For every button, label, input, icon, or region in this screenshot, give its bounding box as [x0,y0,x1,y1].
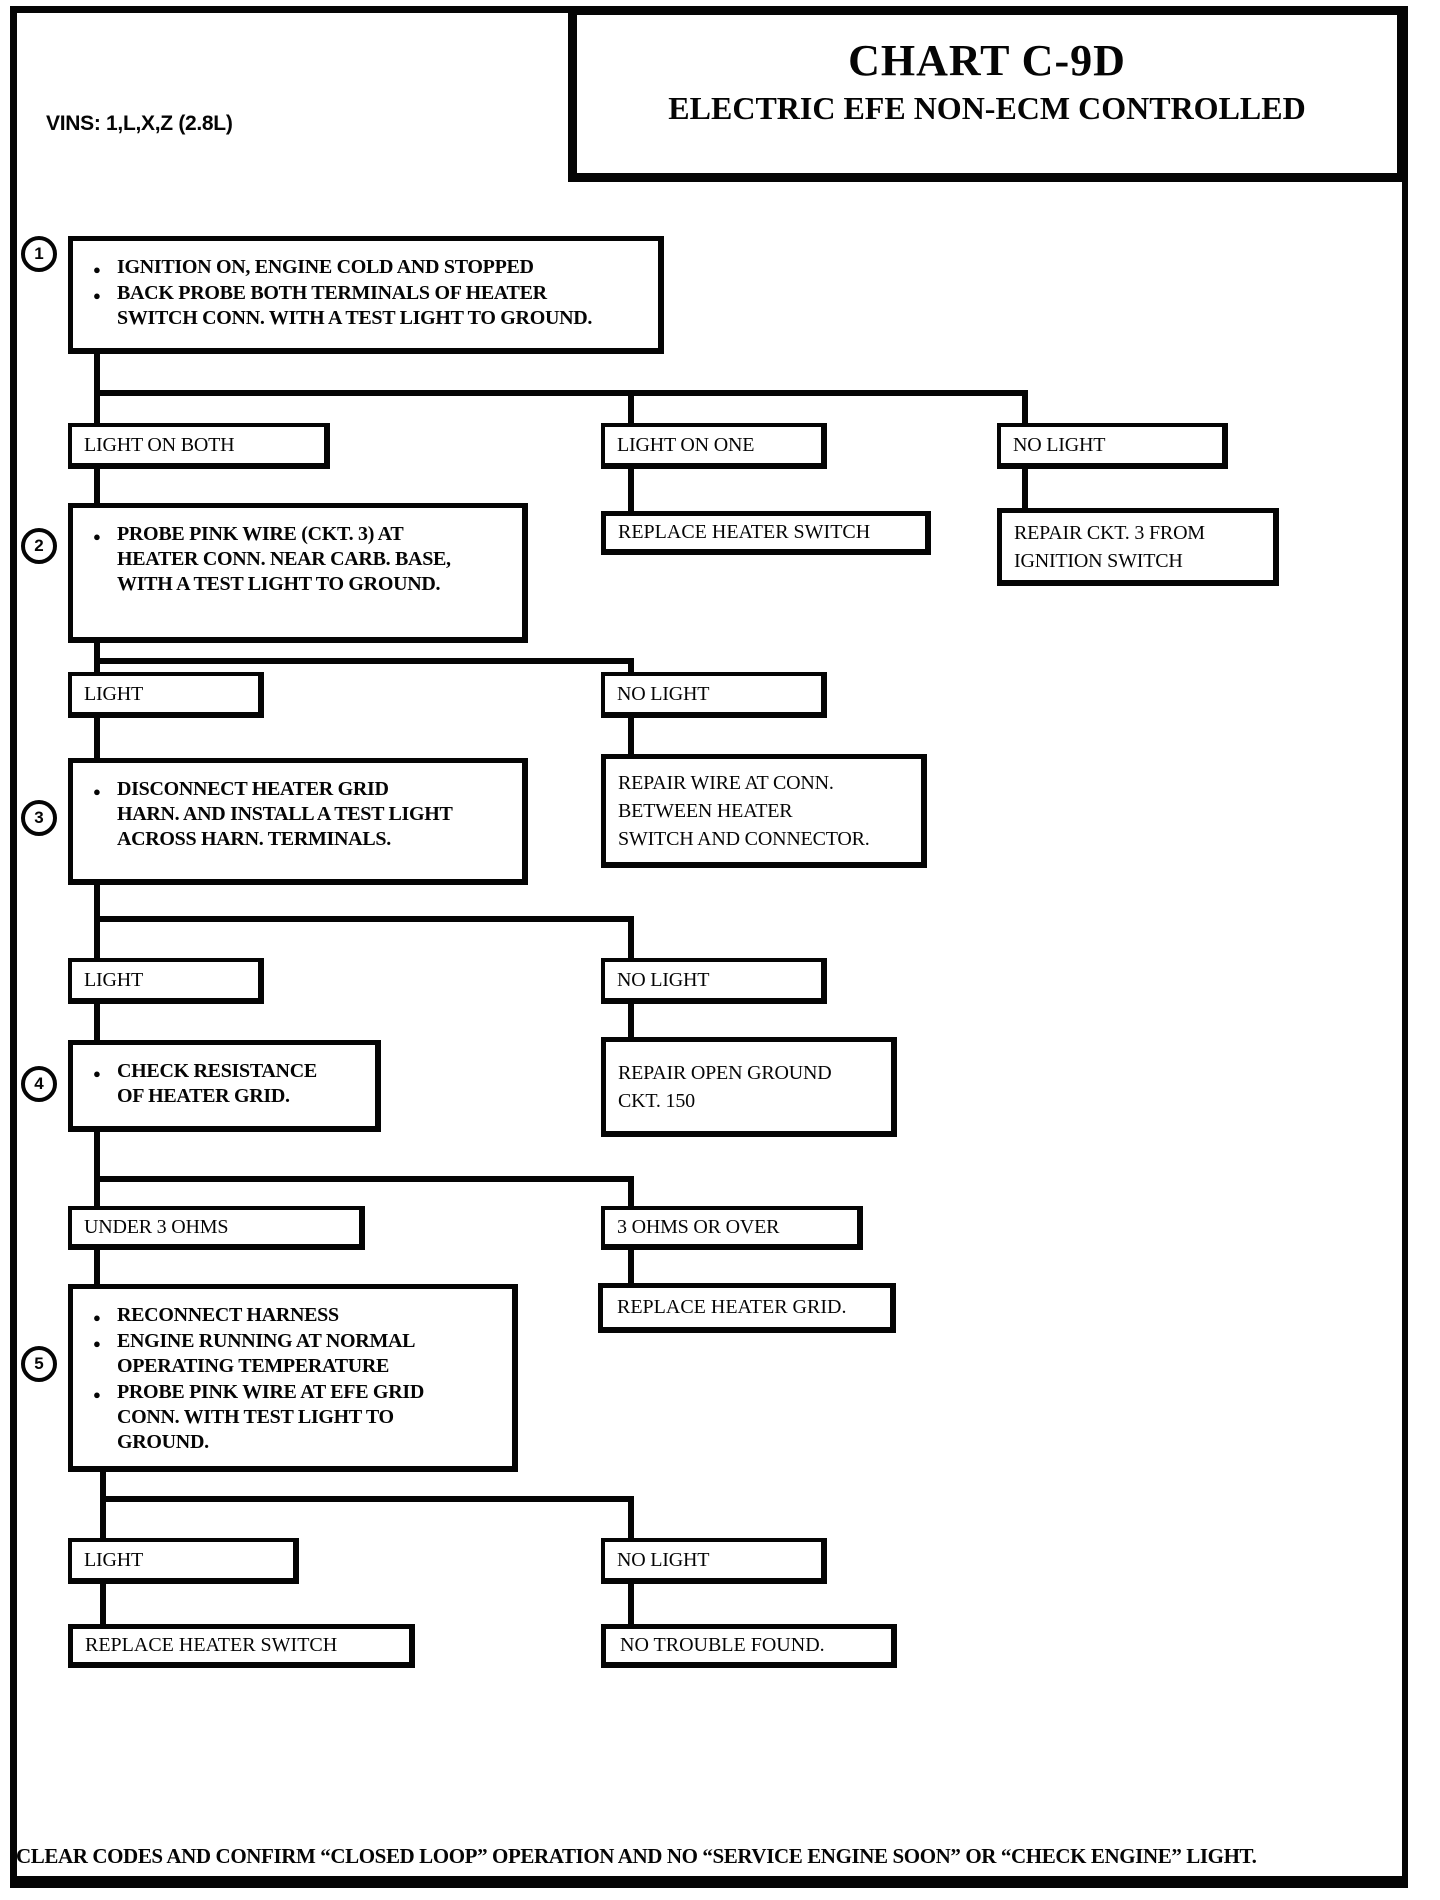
step-4-bullet-1: CHECK RESISTANCE OF HEATER GRID. [93,1059,359,1109]
connector-row2-stub-left [94,664,100,672]
step-2-box: PROBE PINK WIRE (CKT. 3) AT HEATER CONN.… [68,503,528,643]
branch-no-light-2: NO LIGHT [601,672,827,718]
step-3-number: 3 [21,800,57,836]
branch-no-light-3: NO LIGHT [601,958,827,1004]
branch-light-2: LIGHT [68,672,264,718]
connector-3-ohms-or-over-down [628,1250,634,1283]
connector-light-5-down [100,1584,106,1624]
step-5-bullet-1: RECONNECT HARNESS [93,1303,496,1330]
connector-row4-stub-left [94,1182,100,1206]
connector-row3-stub-left [94,922,100,958]
branch-no-light-5: NO LIGHT [601,1538,827,1584]
step-2-bullet-1: PROBE PINK WIRE (CKT. 3) AT HEATER CONN.… [93,522,506,597]
step-4-number: 4 [21,1066,57,1102]
step-4-box: CHECK RESISTANCE OF HEATER GRID. [68,1040,381,1132]
connector-no-light-1-down [1022,469,1028,508]
action-replace-heater-switch-2: REPLACE HEATER SWITCH [68,1624,415,1668]
step-5-bullet-3: PROBE PINK WIRE AT EFE GRID CONN. WITH T… [93,1380,496,1455]
step-5-bullet-2: ENGINE RUNNING AT NORMAL OPERATING TEMPE… [93,1329,496,1379]
step-1-bullet-2: BACK PROBE BOTH TERMINALS OF HEATER SWIT… [93,281,642,331]
connector-row5-stub-left [100,1502,106,1538]
connector-light-2-down [94,718,100,758]
connector-light-on-one-down [628,469,634,511]
step-3-box: DISCONNECT HEATER GRID HARN. AND INSTALL… [68,758,528,885]
action-no-trouble-found: NO TROUBLE FOUND. [601,1624,897,1668]
connector-light-3-down [94,1004,100,1040]
branch-light-on-one: LIGHT ON ONE [601,423,827,469]
branch-light-on-both: LIGHT ON BOTH [68,423,330,469]
step-5-number: 5 [21,1346,57,1382]
branch-light-3: LIGHT [68,958,264,1004]
connector-step5-drop [100,1472,106,1496]
action-replace-heater-grid: REPLACE HEATER GRID. [598,1283,896,1333]
connector-light-on-both-down [94,469,100,503]
connector-row1-stub-right [1022,396,1028,423]
connector-row3-rail [94,916,634,922]
connector-step4-drop [94,1132,100,1176]
step-3-bullet-1: DISCONNECT HEATER GRID HARN. AND INSTALL… [93,777,506,852]
branch-under-3-ohms: UNDER 3 OHMS [68,1206,365,1250]
action-repair-wire: REPAIR WIRE AT CONN. BETWEEN HEATER SWIT… [601,754,927,868]
connector-row4-stub-right [628,1182,634,1206]
connector-step3-drop [94,885,100,916]
step-2-number: 2 [21,528,57,564]
step-1-number: 1 [21,236,57,272]
step-1-box: IGNITION ON, ENGINE COLD AND STOPPED BAC… [68,236,664,354]
connector-row5-stub-right [628,1502,634,1538]
connector-row4-rail [94,1176,634,1182]
branch-no-light-1: NO LIGHT [997,423,1228,469]
step-1-bullet-1: IGNITION ON, ENGINE COLD AND STOPPED [93,255,642,282]
connector-no-light-3-down [628,1004,634,1037]
branch-3-ohms-or-over: 3 OHMS OR OVER [601,1206,863,1250]
branch-light-5: LIGHT [68,1538,299,1584]
connector-step2-drop [94,643,100,658]
connector-row3-stub-right [628,922,634,958]
connector-row2-stub-right [628,664,634,672]
connector-under-3-ohms-down [94,1250,100,1284]
connector-no-light-5-down [628,1584,634,1624]
footer-instruction: CLEAR CODES AND CONFIRM “CLOSED LOOP” OP… [16,1844,1257,1868]
connector-row1-stub-mid [628,396,634,423]
connector-no-light-2-down [628,718,634,754]
chart-title-box: CHART C-9D ELECTRIC EFE NON-ECM CONTROLL… [568,6,1406,182]
action-repair-open-ground: REPAIR OPEN GROUND CKT. 150 [601,1037,897,1137]
vins-label: VINS: 1,L,X,Z (2.8L) [46,112,233,135]
connector-step1-drop [94,354,100,390]
connector-row2-rail [94,658,634,664]
connector-row1-stub-left [94,396,100,423]
chart-subtitle: ELECTRIC EFE NON-ECM CONTROLLED [668,90,1306,126]
connector-row1-rail [94,390,1028,396]
chart-title: CHART C-9D [848,36,1126,85]
action-replace-heater-switch-1: REPLACE HEATER SWITCH [601,511,931,555]
connector-row5-rail [100,1496,634,1502]
action-repair-ckt3: REPAIR CKT. 3 FROM IGNITION SWITCH [997,508,1279,586]
step-5-box: RECONNECT HARNESS ENGINE RUNNING AT NORM… [68,1284,518,1472]
